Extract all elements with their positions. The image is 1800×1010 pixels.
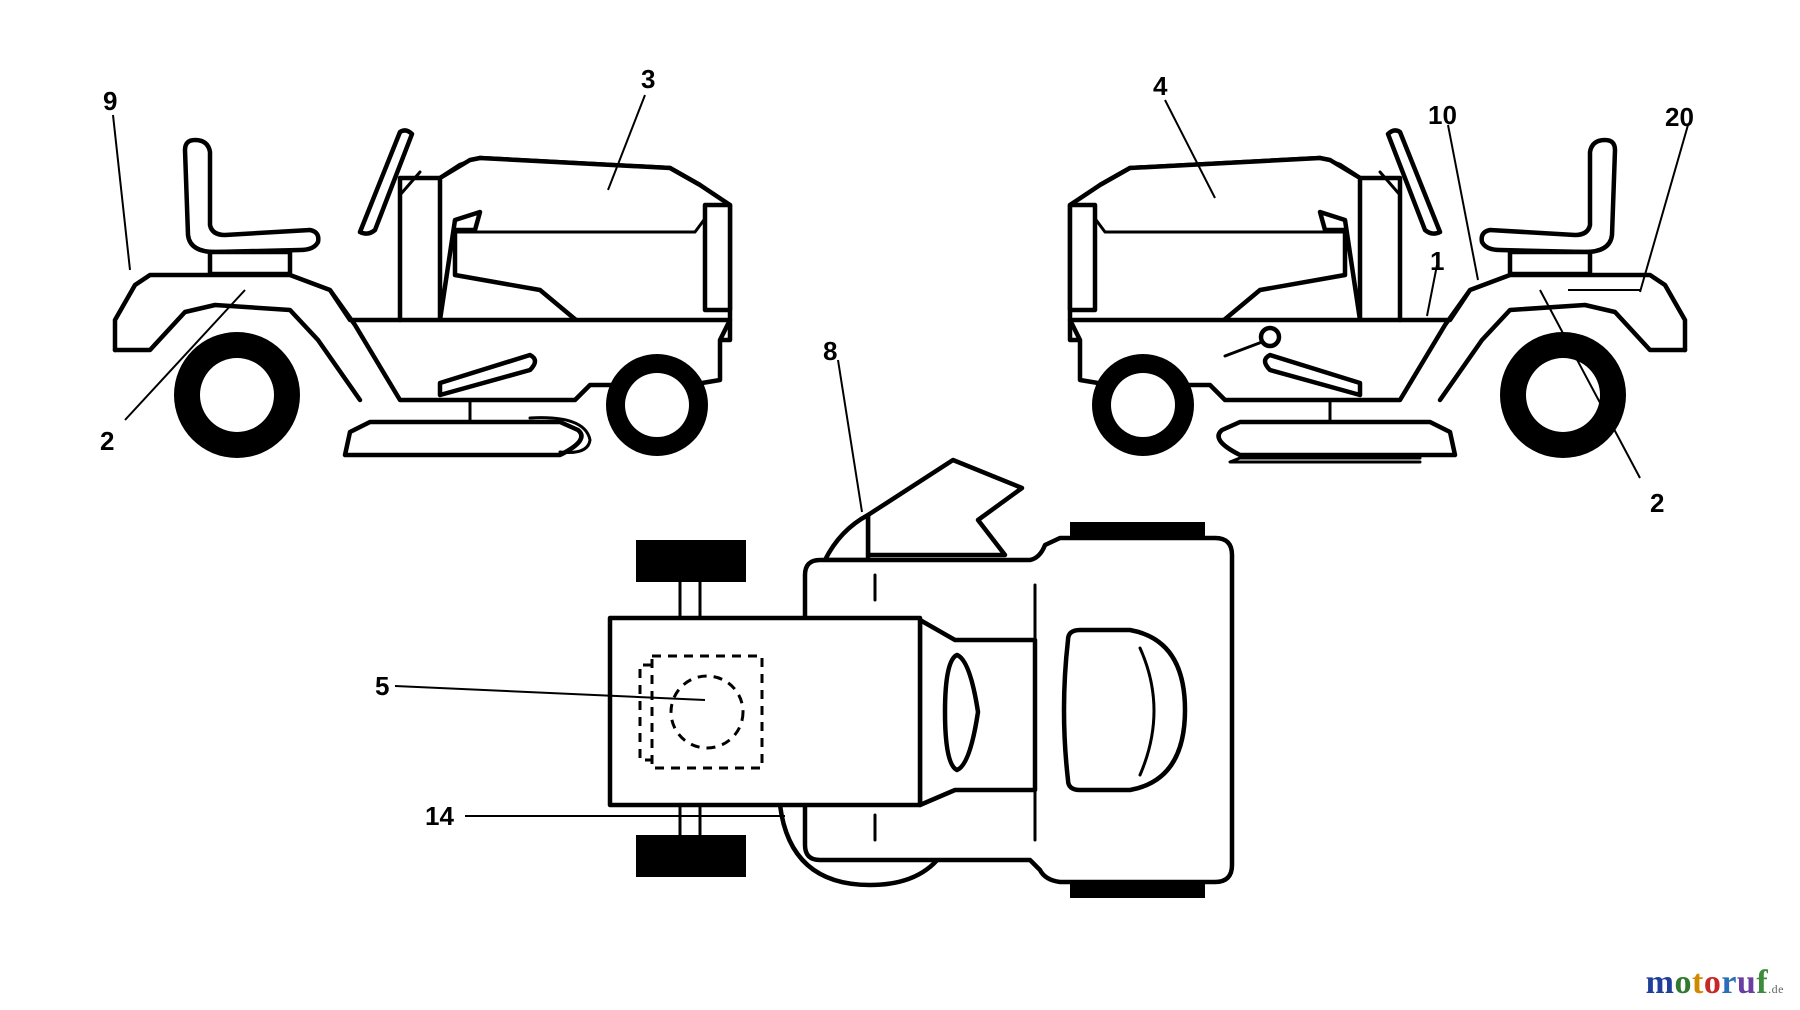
watermark-letter: o bbox=[1703, 964, 1722, 1001]
watermark-letter: f bbox=[1756, 964, 1769, 1001]
watermark-text: motoruf bbox=[1646, 964, 1769, 1001]
watermark-suffix: .de bbox=[1768, 982, 1784, 996]
watermark-letter: o bbox=[1674, 964, 1692, 1001]
callout-20: 20 bbox=[1665, 102, 1694, 132]
tractor-top-view bbox=[607, 457, 1235, 898]
leader-lines bbox=[112, 94, 1689, 817]
tractor-right-side-view bbox=[1067, 128, 1688, 464]
watermark-letter: m bbox=[1645, 964, 1675, 1001]
callout-3: 3 bbox=[641, 64, 655, 94]
callout-labels: 9 2 3 4 10 20 1 2 8 5 14 bbox=[100, 64, 1694, 831]
callout-5: 5 bbox=[375, 671, 389, 701]
watermark-logo: motoruf.de bbox=[1646, 964, 1784, 1002]
callout-8: 8 bbox=[823, 336, 837, 366]
callout-14: 14 bbox=[425, 801, 454, 831]
watermark-letter: r bbox=[1721, 964, 1737, 1001]
watermark-letter: u bbox=[1736, 964, 1757, 1001]
callout-4: 4 bbox=[1153, 71, 1168, 101]
callout-10: 10 bbox=[1428, 100, 1457, 130]
callout-1: 1 bbox=[1430, 246, 1444, 276]
callout-2-right: 2 bbox=[1650, 488, 1664, 518]
watermark-letter: t bbox=[1692, 964, 1704, 1001]
tractor-left-side-view bbox=[112, 128, 733, 458]
callout-2-left: 2 bbox=[100, 426, 114, 456]
callout-9: 9 bbox=[103, 86, 117, 116]
